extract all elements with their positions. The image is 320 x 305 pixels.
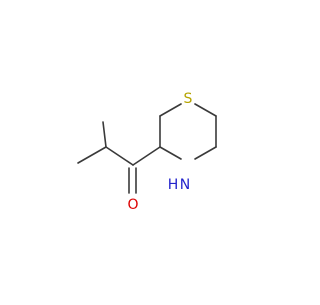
nitrogen-h-label: H bbox=[168, 177, 179, 193]
structure-diagram: S H N O bbox=[77, 91, 217, 213]
bond-c5-n bbox=[194, 146, 217, 160]
bond-carbonyl-ring bbox=[132, 146, 161, 166]
bond-methyl-upper bbox=[102, 121, 107, 148]
bond-c2-s bbox=[159, 103, 182, 117]
bond-methyl-left bbox=[77, 146, 107, 164]
bond-n-c3 bbox=[159, 146, 182, 160]
sulfur-atom-label: S bbox=[184, 91, 193, 107]
nitrogen-atom-label: N bbox=[180, 177, 190, 193]
bond-s-c6 bbox=[194, 103, 217, 117]
molecule-drawing: S H N O bbox=[77, 91, 217, 213]
bond-isopropyl-carbonyl bbox=[105, 146, 134, 166]
oxygen-atom-label: O bbox=[127, 197, 138, 213]
